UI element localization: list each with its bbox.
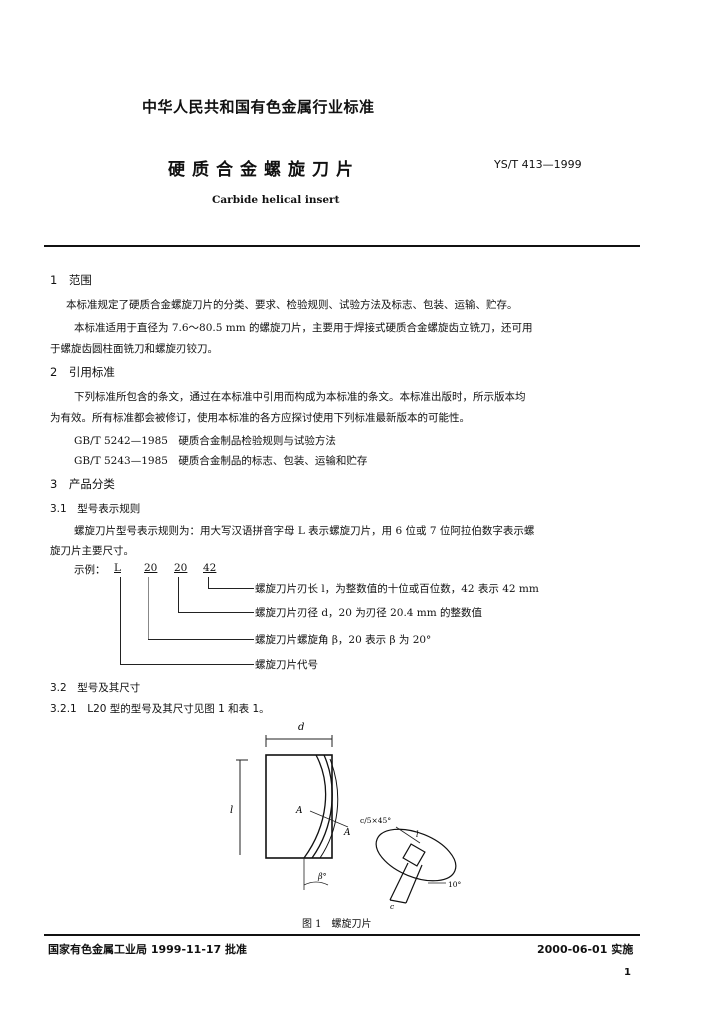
note-helix-angle: 螺旋刀片螺旋角 β，20 表示 β 为 20° bbox=[255, 634, 432, 646]
figure-helical-insert: d l A A β° c/5×45° l 10° c bbox=[230, 722, 462, 910]
section-3-2-1-heading: 3.2.1 L20 型的型号及其尺寸见图 1 和表 1。 bbox=[50, 703, 270, 715]
example-label: 示例： bbox=[74, 564, 106, 576]
english-title: Carbide helical insert bbox=[212, 194, 340, 206]
connector-length-h bbox=[208, 588, 254, 589]
connector-diameter-v bbox=[178, 577, 179, 612]
figure-caption: 图 1 螺旋刀片 bbox=[302, 919, 372, 930]
standard-number: YS/T 413—1999 bbox=[494, 158, 582, 171]
issuing-authority: 中华人民共和国有色金属行业标准 bbox=[142, 98, 375, 116]
section-2-para: 下列标准所包含的条文，通过在本标准中引用而构成为本标准的条文。本标准出版时，所示… bbox=[74, 391, 526, 403]
label-angle-10: 10° bbox=[448, 880, 462, 889]
label-beta: β° bbox=[317, 872, 327, 881]
label-l-section: l bbox=[416, 830, 419, 839]
shank-bottom bbox=[389, 899, 407, 904]
section-3-1-para-cont: 旋刀片主要尺寸。 bbox=[50, 545, 134, 557]
section-3-2-heading: 3.2 型号及其尺寸 bbox=[50, 682, 141, 694]
connector-letter-h bbox=[120, 664, 254, 665]
label-d: d bbox=[298, 722, 304, 733]
implementation-date: 2000-06-01 实施 bbox=[537, 943, 634, 956]
chamfer-leader bbox=[395, 826, 421, 844]
footer-rule bbox=[44, 934, 640, 936]
code-letter: L bbox=[114, 562, 121, 574]
helix-edge-2 bbox=[311, 754, 333, 859]
section-2-para-cont: 为有效。所有标准都会被修订，使用本标准的各方应探讨使用下列标准最新版本的可能性。 bbox=[50, 412, 470, 424]
approval-date: 国家有色金属工业局 1999-11-17 批准 bbox=[48, 943, 248, 956]
section-ellipse bbox=[375, 828, 457, 882]
header-rule bbox=[44, 245, 640, 247]
note-code: 螺旋刀片代号 bbox=[255, 659, 318, 671]
helix-edge-3 bbox=[319, 758, 339, 859]
section-3-1-heading: 3.1 型号表示规则 bbox=[50, 503, 141, 515]
code-diameter: 20 bbox=[174, 562, 188, 574]
label-l: l bbox=[230, 805, 233, 816]
document-title: 硬质合金螺旋刀片 bbox=[168, 160, 360, 180]
label-section-a-left: A bbox=[295, 806, 303, 816]
code-length: 42 bbox=[203, 562, 217, 574]
section-1-heading: 1 范围 bbox=[50, 273, 92, 287]
section-3-1-para: 螺旋刀片型号表示规则为：用大写汉语拼音字母 L 表示螺旋刀片，用 6 位或 7 … bbox=[74, 525, 535, 537]
section-3-heading: 3 产品分类 bbox=[50, 477, 115, 491]
label-chamfer: c/5×45° bbox=[360, 816, 391, 825]
section-2-heading: 2 引用标准 bbox=[50, 365, 115, 379]
page-number: 1 bbox=[624, 967, 631, 978]
label-section-a-right: A bbox=[343, 828, 351, 838]
code-beta: 20 bbox=[144, 562, 158, 574]
shank-right bbox=[405, 864, 423, 904]
section-insert-square bbox=[402, 843, 426, 867]
angle-arc bbox=[303, 881, 329, 886]
note-diameter: 螺旋刀片刃径 d，20 为刃径 20.4 mm 的整数值 bbox=[255, 607, 483, 619]
label-c: c bbox=[390, 902, 395, 910]
helix-edge-1 bbox=[303, 754, 327, 859]
connector-diameter-h bbox=[178, 612, 254, 613]
connector-length-v bbox=[208, 577, 209, 588]
connector-beta-h bbox=[148, 639, 254, 640]
section-1-para-1: 本标准规定了硬质合金螺旋刀片的分类、要求、检验规则、试验方法及标志、包装、运输、… bbox=[66, 299, 518, 311]
section-line bbox=[309, 810, 349, 828]
note-length: 螺旋刀片刃长 l，为整数值的十位或百位数，42 表示 42 mm bbox=[255, 583, 539, 595]
reference-1: GB/T 5242—1985 硬质合金制品检验规则与试验方法 bbox=[74, 435, 336, 447]
connector-beta-v bbox=[148, 577, 149, 639]
insert-outline bbox=[265, 754, 333, 859]
connector-letter-v bbox=[120, 577, 121, 664]
section-1-para-2-cont: 于螺旋齿圆柱面铣刀和螺旋刃铰刀。 bbox=[50, 343, 218, 355]
reference-2: GB/T 5243—1985 硬质合金制品的标志、包装、运输和贮存 bbox=[74, 455, 368, 467]
shank-left bbox=[389, 862, 409, 901]
section-1-para-2: 本标准适用于直径为 7.6～80.5 mm 的螺旋刀片，主要用于焊接式硬质合金螺… bbox=[74, 322, 533, 334]
